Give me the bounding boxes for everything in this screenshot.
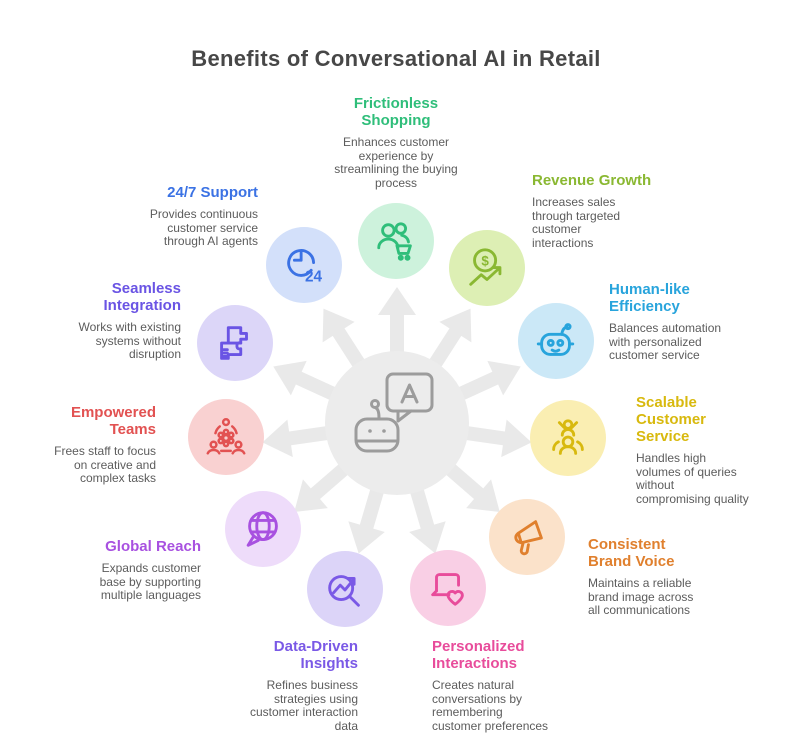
node-title: Seamless Integration	[103, 280, 182, 314]
node-title: Revenue Growth	[532, 172, 652, 189]
node-title: Empowered Teams	[70, 404, 156, 438]
node-description: Handles high volumes of queries without …	[636, 451, 749, 506]
svg-text:24: 24	[305, 268, 323, 285]
svg-text:$: $	[481, 254, 489, 269]
team-gear-icon	[188, 399, 264, 475]
node-title: Global Reach	[105, 538, 201, 555]
page-title: Benefits of Conversational AI in Retail	[191, 46, 601, 71]
chatbot-speech-bubble-icon	[354, 372, 434, 453]
node-title: 24/7 Support	[167, 184, 258, 201]
dollar-growth-icon: $	[449, 230, 525, 306]
node-description: Balances automation with personalized cu…	[609, 321, 722, 362]
node-description: Creates natural conversations by remembe…	[432, 678, 549, 733]
puzzle-icon	[197, 305, 273, 381]
shoppers-cart-icon	[358, 203, 434, 279]
node-description: Expands customer base by supporting mult…	[99, 561, 201, 602]
node-description: Increases sales through targeted custome…	[532, 195, 621, 250]
node-title: Data-Driven Insights	[273, 638, 358, 672]
node-description: Works with existing systems without disr…	[78, 320, 181, 361]
megaphone-icon	[489, 499, 565, 575]
node-description: Frees staff to focus on creative and com…	[54, 444, 156, 485]
laptop-heart-icon	[410, 550, 486, 626]
node-description: Provides continuous customer service thr…	[149, 207, 258, 248]
clock-24-icon: 24	[266, 227, 342, 303]
agent-team-icon	[530, 400, 606, 476]
magnifier-trend-icon	[307, 551, 383, 627]
node-title: Consistent Brand Voice	[588, 536, 675, 570]
robot-face-icon	[518, 303, 594, 379]
globe-bubble-icon	[225, 491, 301, 567]
node-title: Scalable Customer Service	[636, 394, 707, 445]
node-description: Maintains a reliable brand image across …	[588, 576, 694, 617]
node-title: Personalized Interactions	[432, 638, 525, 672]
node-description: Refines business strategies using custom…	[249, 678, 358, 733]
node-title: Human-like Efficiency	[609, 281, 690, 315]
node-description: Enhances customer experience by streamli…	[334, 135, 458, 190]
node-title: Frictionless Shopping	[353, 95, 439, 129]
